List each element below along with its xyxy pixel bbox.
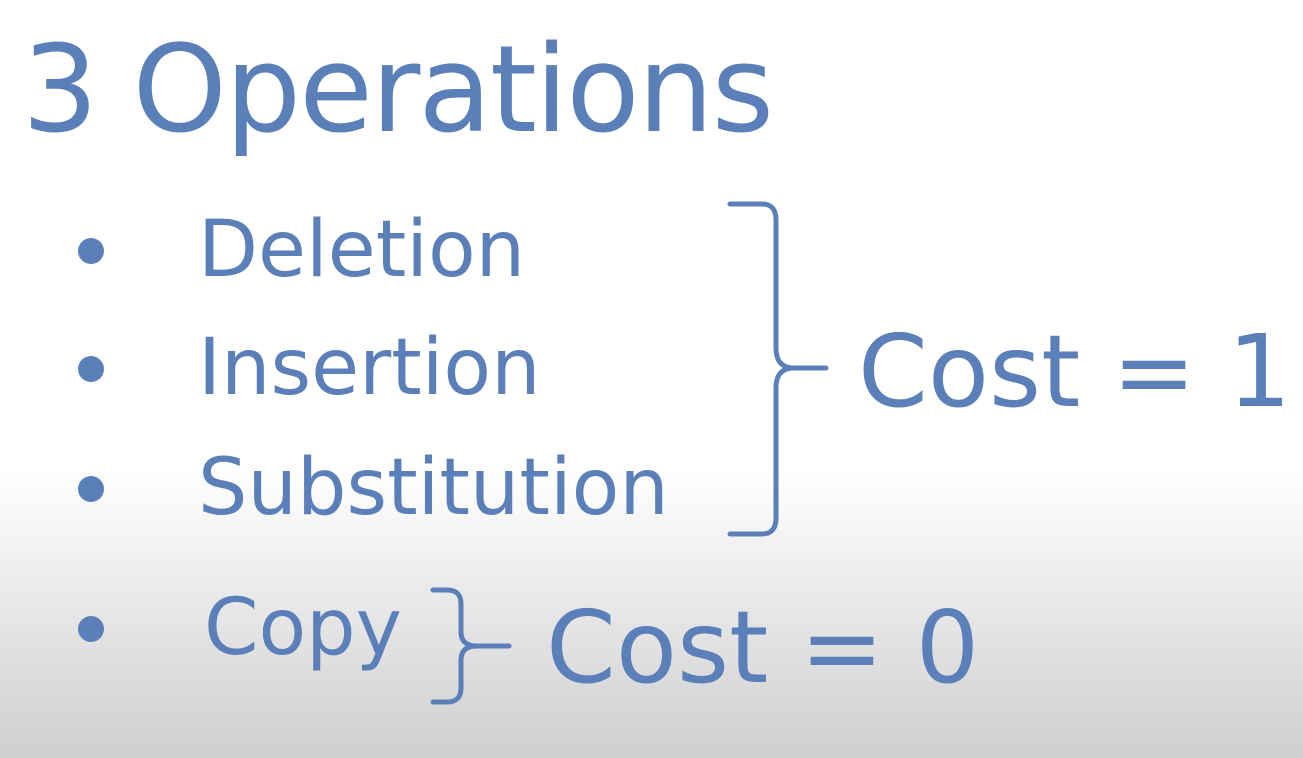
bullet-icon <box>78 476 104 502</box>
right-brace-icon <box>430 587 512 705</box>
bullet-icon <box>78 616 104 642</box>
bullet-item-deletion: Deletion <box>0 200 760 300</box>
right-brace-icon <box>727 201 829 537</box>
bullet-label: Substitution <box>198 443 669 533</box>
bullet-item-insertion: Insertion <box>0 318 760 418</box>
cost-label-zero: Cost = 0 <box>546 589 980 706</box>
bullet-item-substitution: Substitution <box>0 438 760 538</box>
slide-title: 3 Operations <box>22 21 774 160</box>
bullet-item-copy: Copy <box>0 578 760 678</box>
bullet-label: Insertion <box>198 323 541 413</box>
bullet-icon <box>78 238 104 264</box>
bullet-label: Deletion <box>198 205 526 295</box>
bullet-label: Copy <box>204 583 402 673</box>
bullet-icon <box>78 356 104 382</box>
cost-label-one: Cost = 1 <box>858 313 1292 430</box>
